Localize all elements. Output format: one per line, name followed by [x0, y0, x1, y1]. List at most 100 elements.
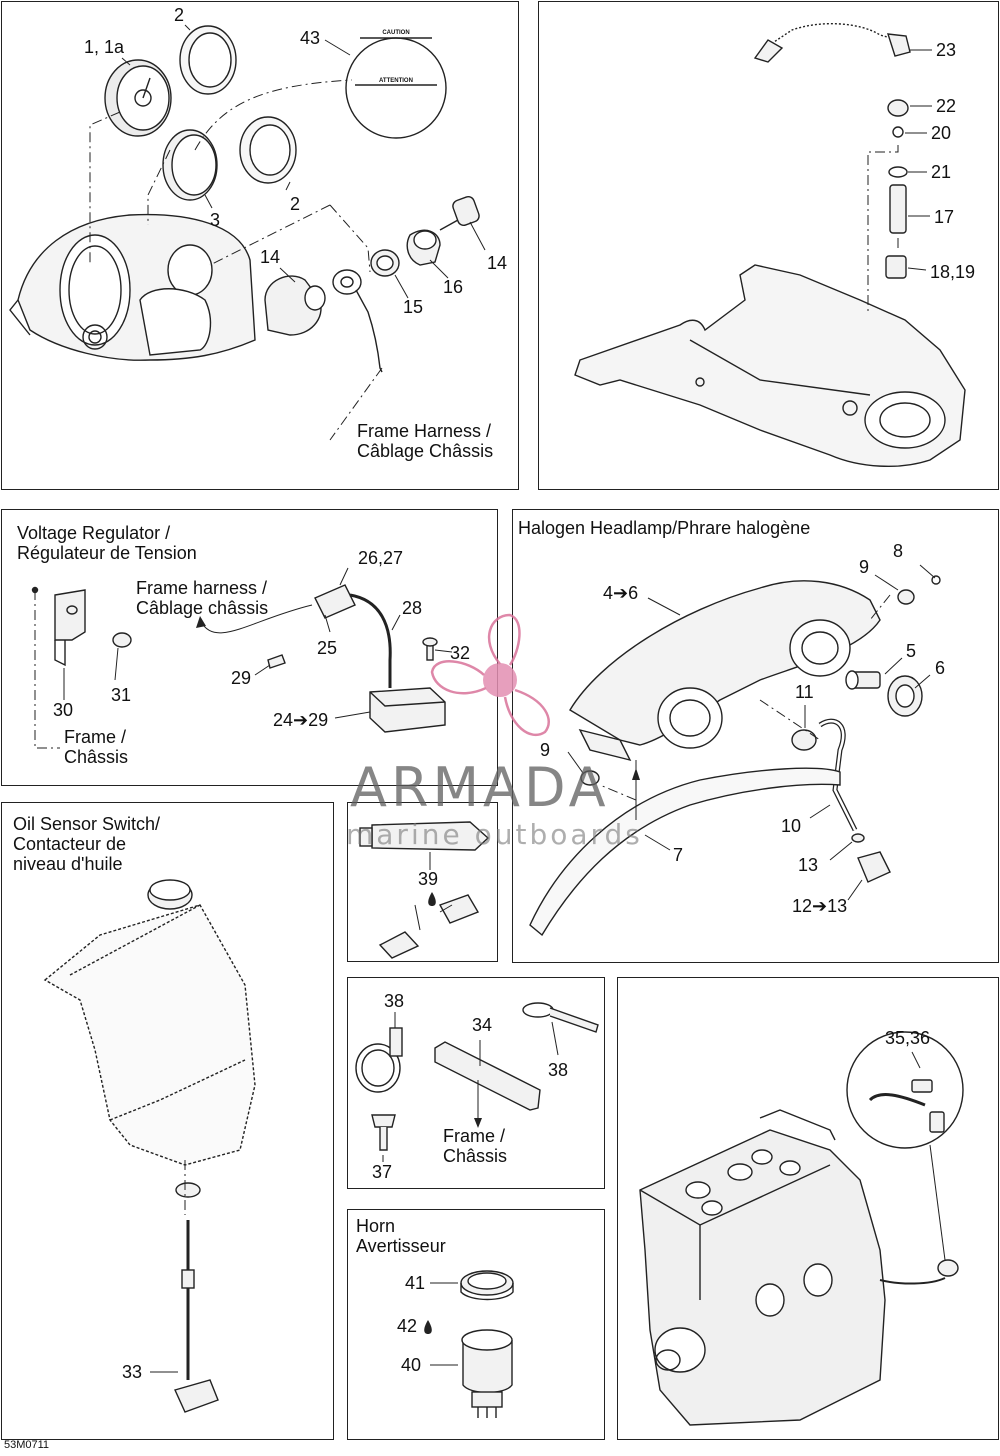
- oil-level-sensor: [174, 1220, 219, 1413]
- caution-decal: [345, 37, 447, 139]
- sensor-connector-detail: [846, 1031, 964, 1149]
- gauge-bezel-ring-mid: [239, 116, 297, 184]
- callout-41: 41: [405, 1273, 426, 1293]
- ignition-nut: [370, 249, 400, 277]
- decal-caution-text: CAUTION: [382, 30, 410, 36]
- callout-6: 6: [935, 658, 946, 678]
- callout-5: 5: [906, 641, 917, 661]
- callout-3: 3: [210, 210, 221, 230]
- callout-31: 31: [111, 685, 132, 705]
- voltage-regulator-title: Voltage Regulator / Régulateur de Tensio…: [17, 523, 197, 563]
- callout-11: 11: [795, 682, 814, 702]
- regulator-bolt: [422, 637, 438, 661]
- callout-9-top: 9: [859, 557, 870, 577]
- grommet-bottom: [580, 770, 600, 786]
- gauge-bezel-ring-top: [179, 25, 237, 95]
- callout-42: 42: [397, 1316, 418, 1336]
- speedometer-gauge: [104, 59, 172, 137]
- horn-title: Horn Avertisseur: [356, 1216, 446, 1256]
- callout-8: 8: [893, 541, 904, 561]
- cable-clamp: [355, 1027, 403, 1093]
- handlebar-pod: [574, 264, 966, 467]
- lamp-connector: [851, 833, 891, 883]
- headlamp-housing: [569, 580, 881, 762]
- callout-28: 28: [402, 598, 423, 618]
- callout-16: 16: [443, 277, 464, 297]
- oil-tank-cap: [147, 879, 193, 910]
- gauges-frame-harness-label: Frame Harness / Câblage Châssis: [357, 421, 494, 461]
- rotax-engine: [639, 1109, 886, 1426]
- callout-14-left: 14: [260, 247, 281, 267]
- headlamp-bulb: [845, 670, 881, 690]
- callout-2-top: 2: [174, 5, 185, 25]
- callout-34: 34: [472, 1015, 493, 1035]
- callout-18-19: 18,19: [930, 262, 976, 282]
- callout-7: 7: [673, 845, 684, 865]
- panel-voltage-regulator: [1, 509, 498, 786]
- oil-sensor-title: Oil Sensor Switch/ Contacteur de niveau …: [13, 814, 161, 874]
- ignition-switch: [264, 275, 326, 336]
- watermark-brand: ARMADA: [350, 756, 610, 819]
- callout-22: 22: [936, 96, 957, 116]
- regulator-frame-label: Frame / Châssis: [64, 727, 129, 767]
- callout-30: 30: [53, 700, 74, 720]
- tether-cord: [753, 22, 911, 63]
- armada-propeller-logo: [430, 613, 550, 737]
- protective-sleeve: [434, 1041, 541, 1111]
- gauge-cluster-housing: [9, 213, 256, 361]
- callout-26-27: 26,27: [358, 548, 404, 568]
- callout-40: 40: [401, 1355, 422, 1375]
- regulator-frame-harness-label: Frame harness / Câblage châssis: [136, 578, 269, 618]
- horn-nut: [460, 1270, 514, 1301]
- callout-29: 29: [231, 668, 252, 688]
- callout-38-left: 38: [384, 991, 405, 1011]
- horn-body: [461, 1329, 513, 1418]
- dielectric-grease-tube: [359, 821, 490, 851]
- bulb-retainer-ring: [887, 675, 923, 717]
- callout-15: 15: [403, 297, 424, 317]
- diagram-code: 53M0711: [4, 1439, 50, 1451]
- callout-23: 23: [936, 40, 957, 60]
- tether-switch-parts: [885, 99, 909, 279]
- ignition-key: [439, 196, 480, 231]
- callout-13: 13: [798, 855, 819, 875]
- callout-4-6: 4➔6: [603, 583, 639, 603]
- callout-37: 37: [372, 1162, 393, 1182]
- callout-35-36: 35,36: [885, 1028, 931, 1048]
- callout-33: 33: [122, 1362, 143, 1382]
- callout-38-right: 38: [548, 1060, 569, 1080]
- cable-tie: [522, 1002, 599, 1033]
- callout-1-1a: 1, 1a: [84, 37, 125, 57]
- connector-pair: [378, 894, 480, 959]
- callout-21: 21: [931, 162, 952, 182]
- grommet-top: [897, 575, 941, 605]
- regulator-bracket: [54, 589, 86, 667]
- push-rivet: [371, 1114, 396, 1151]
- callout-10: 10: [781, 816, 802, 836]
- callout-39: 39: [418, 869, 439, 889]
- callout-12-13: 12➔13: [792, 896, 848, 916]
- regulator-clip: [267, 654, 286, 669]
- ring-terminal: [332, 269, 383, 373]
- oil-tank: [43, 904, 256, 1166]
- oil-sensor-grommet: [175, 1182, 201, 1198]
- callout-24-29: 24➔29: [273, 710, 329, 730]
- watermark-tagline: marine outboards: [346, 818, 643, 851]
- fasteners-frame-label: Frame / Châssis: [443, 1126, 508, 1166]
- gauge-lens: [162, 129, 218, 201]
- callout-25: 25: [317, 638, 338, 658]
- vent-tube: [818, 718, 858, 832]
- regulator-screw: [112, 632, 132, 648]
- callout-2-mid: 2: [290, 194, 301, 214]
- headlamp-title: Halogen Headlamp/Phrare halogène: [518, 518, 811, 538]
- callout-32: 32: [450, 643, 471, 663]
- decal-attention-text: ATTENTION: [379, 78, 413, 84]
- callout-43: 43: [300, 28, 321, 48]
- ignition-cap: [406, 229, 441, 266]
- callout-14-right: 14: [487, 253, 508, 273]
- headlamp-trim-strip: [529, 767, 841, 937]
- regulator-connector: [314, 584, 356, 619]
- headlamp-vent-grommet: [791, 729, 817, 751]
- callout-20: 20: [931, 123, 952, 143]
